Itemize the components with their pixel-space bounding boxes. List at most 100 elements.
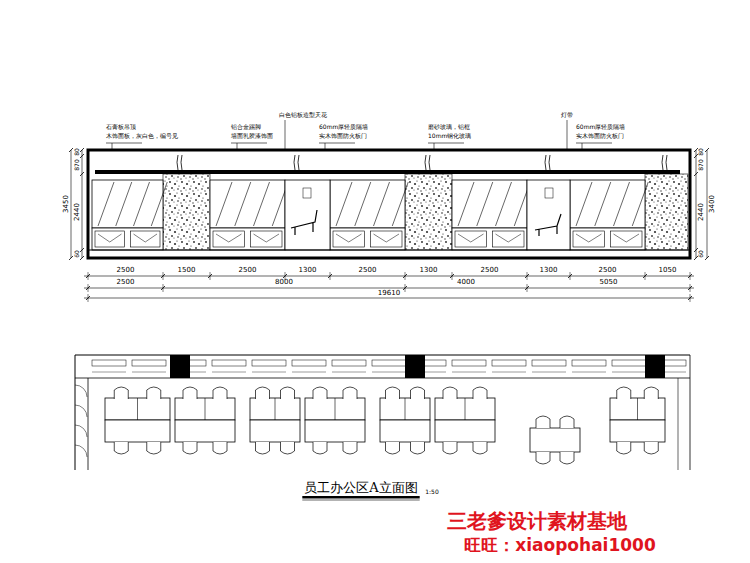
dimension-value: 60	[698, 250, 704, 258]
window-pane	[132, 360, 166, 366]
extension-line	[210, 272, 211, 280]
dimension-value: 4000	[457, 279, 475, 286]
office-chair	[114, 442, 128, 454]
window-pane	[212, 360, 246, 366]
stone-column	[405, 174, 452, 250]
desk-divider	[405, 398, 406, 420]
plan-wall	[75, 378, 690, 379]
chair-sketch	[291, 210, 317, 235]
office-chair	[147, 387, 161, 399]
dimension-value: 80	[74, 148, 80, 156]
cabinet-door	[333, 231, 365, 247]
plan-wall	[678, 378, 679, 470]
elevation-frame	[88, 150, 690, 258]
drawing-title: 员工办公区A立面图	[304, 481, 417, 494]
title-underline	[302, 500, 419, 501]
light-fixture	[294, 155, 299, 170]
office-chair	[313, 387, 327, 399]
note-text: 石膏板吊顶	[106, 124, 136, 130]
dimension-value: 5050	[600, 279, 618, 286]
office-chair	[560, 416, 574, 428]
extension-line	[88, 284, 89, 292]
extension-line	[405, 284, 406, 292]
window-sill	[372, 372, 406, 373]
stone-column	[645, 174, 688, 250]
dimension-line	[82, 150, 83, 258]
glass-hatch	[477, 182, 493, 226]
dimension-value: 2500	[599, 267, 617, 274]
leader-line	[434, 143, 435, 150]
dimension-value: 80	[698, 148, 704, 156]
structural-column	[645, 355, 665, 378]
glass-hatch	[496, 182, 512, 226]
note-text: 60mm厚轻质隔墙	[576, 124, 625, 130]
note-text: 实木饰面防火板门	[319, 133, 367, 139]
window-pane	[332, 360, 366, 366]
dimension-line	[696, 150, 697, 258]
office-desk	[105, 398, 170, 420]
window-pane	[492, 360, 526, 366]
office-desk	[380, 398, 430, 420]
office-chair	[536, 416, 550, 428]
dimension-value: 2500	[359, 267, 377, 274]
ceiling-beam	[95, 170, 680, 174]
dimension-value: 1500	[178, 267, 196, 274]
structural-column	[405, 355, 425, 378]
office-chair	[411, 387, 425, 399]
cabinet-door	[251, 231, 283, 247]
low-cabinet	[92, 228, 163, 250]
office-chair	[281, 387, 295, 399]
glass-hatch	[134, 182, 150, 226]
window-sill	[532, 372, 566, 373]
dimension-tick	[705, 148, 709, 152]
window-pane	[572, 360, 606, 366]
cabinet-bevel	[134, 234, 158, 242]
leader-line	[106, 143, 142, 144]
dimension-value: 1300	[540, 267, 558, 274]
glass-panel	[330, 180, 405, 228]
office-chair	[386, 442, 400, 454]
office-chair	[536, 452, 550, 464]
window-pane	[292, 360, 326, 366]
note-text: 灯带	[561, 112, 573, 118]
low-cabinet	[452, 228, 527, 250]
dimension-value: 2440	[74, 203, 81, 221]
chair-sketch	[535, 214, 561, 236]
extension-line	[690, 284, 691, 292]
cabinet-bevel	[458, 234, 484, 242]
desk-divider	[335, 398, 336, 420]
glass-hatch	[374, 182, 390, 226]
glass-panel	[570, 180, 645, 228]
note-text: 木饰面板，灰白色，编号见	[106, 133, 178, 139]
window-sill	[492, 372, 526, 373]
cabinet-bevel	[374, 234, 400, 242]
office-chair	[183, 442, 197, 454]
dimension-tick	[69, 256, 73, 260]
plan-wall	[75, 355, 76, 470]
office-chair	[313, 442, 327, 454]
office-chair	[644, 387, 658, 399]
window-pane	[532, 360, 566, 366]
office-chair	[213, 387, 227, 399]
office-desk	[105, 420, 170, 442]
office-chair	[147, 442, 161, 454]
window-sill	[252, 372, 286, 373]
dimension-tick	[80, 172, 84, 176]
cabinet-bevel	[98, 234, 122, 242]
dimension-tick	[80, 154, 84, 158]
title-underline	[302, 496, 419, 499]
window-sill	[92, 372, 126, 373]
glass-hatch	[458, 182, 474, 226]
office-desk	[175, 398, 235, 420]
leader-line	[428, 143, 464, 144]
extension-line	[88, 294, 89, 302]
dimension-tick	[694, 172, 698, 176]
cabinet-door	[493, 231, 525, 247]
note-text: 实木饰面防火板门	[576, 133, 624, 139]
office-desk	[250, 420, 300, 442]
office-chair	[256, 442, 270, 454]
glass-hatch	[632, 182, 648, 226]
window-sill	[332, 372, 366, 373]
